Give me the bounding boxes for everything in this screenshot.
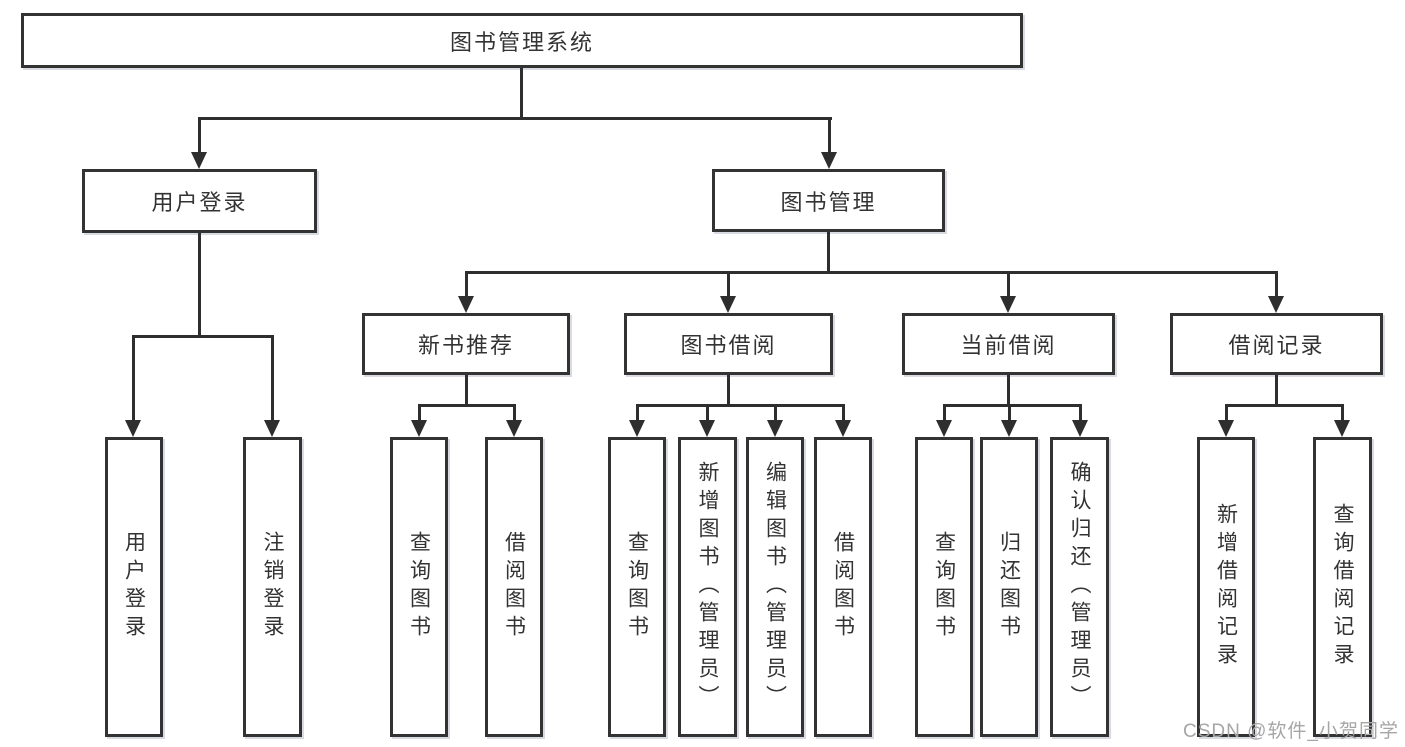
leaf-return-book: 归还图书	[980, 437, 1038, 737]
node-current-borrow: 当前借阅	[902, 313, 1115, 375]
connector-mgmt-stem	[827, 232, 830, 273]
connector-stem	[1341, 404, 1344, 421]
node-book-management: 图书管理	[712, 169, 945, 232]
connector-stem	[513, 404, 516, 421]
arrowhead-down-icon	[1001, 420, 1017, 437]
leaf-query-borrow-record: 查询借阅记录	[1313, 437, 1372, 737]
arrowhead-down-icon	[458, 296, 474, 313]
arrowhead-down-icon	[264, 420, 280, 437]
connector-login-stem	[198, 233, 201, 337]
leaf-add-borrow-record: 新增借阅记录	[1197, 437, 1255, 737]
arrowhead-down-icon	[1334, 420, 1350, 437]
connector-stem	[1225, 404, 1228, 421]
leaf-query-books-current: 查询图书	[915, 437, 973, 737]
connector-level2-bar	[198, 117, 832, 120]
arrowhead-down-icon	[821, 152, 837, 169]
connector-stem	[1275, 375, 1278, 407]
connector-stem	[418, 404, 421, 421]
arrowhead-down-icon	[1268, 296, 1284, 313]
connector-stem	[1007, 375, 1010, 407]
node-system: 图书管理系统	[21, 13, 1023, 68]
node-book-borrow: 图书借阅	[624, 313, 833, 375]
connector-stem	[1079, 404, 1082, 421]
connector-stem	[636, 404, 639, 421]
connector-stem	[1275, 271, 1278, 297]
leaf-logout-label: 注销登录	[261, 531, 284, 643]
leaf-add-borrow-record-label: 新增借阅记录	[1214, 503, 1238, 671]
connector-stem	[727, 375, 730, 407]
connector-bar	[418, 404, 516, 407]
node-borrow-records: 借阅记录	[1170, 313, 1383, 375]
node-user-login-label: 用户登录	[151, 190, 248, 215]
arrowhead-down-icon	[1000, 296, 1016, 313]
leaf-edit-book-admin: 编辑图书（管理员）	[746, 437, 804, 737]
leaf-edit-book-admin-label: 编辑图书（管理员）	[763, 461, 787, 713]
leaf-query-books-current-label: 查询图书	[932, 531, 956, 643]
node-user-login: 用户登录	[82, 169, 317, 233]
node-new-book-recommend: 新书推荐	[362, 313, 570, 375]
node-current-borrow-label: 当前借阅	[960, 333, 1057, 358]
arrowhead-down-icon	[125, 420, 141, 437]
connector-stem	[1008, 404, 1011, 421]
node-book-management-label: 图书管理	[780, 189, 877, 215]
leaf-borrow-books-borrow: 借阅图书	[814, 437, 872, 737]
arrowhead-down-icon	[720, 296, 736, 313]
arrowhead-down-icon	[835, 420, 851, 437]
connector-stem	[132, 335, 135, 421]
arrowhead-down-icon	[411, 420, 427, 437]
leaf-borrow-books-newbook: 借阅图书	[485, 437, 543, 737]
arrowhead-down-icon	[1218, 420, 1234, 437]
leaf-borrow-books-newbook-label: 借阅图书	[502, 531, 526, 643]
connector-bar	[943, 404, 1082, 407]
leaf-query-borrow-record-label: 查询借阅记录	[1331, 503, 1354, 671]
arrowhead-down-icon	[767, 420, 783, 437]
arrowhead-down-icon	[191, 152, 207, 169]
leaf-query-books-newbook-label: 查询图书	[407, 531, 431, 643]
leaf-user-login-label: 用户登录	[122, 531, 146, 643]
arrowhead-down-icon	[936, 420, 952, 437]
leaf-user-login: 用户登录	[105, 437, 163, 737]
node-borrow-records-label: 借阅记录	[1228, 333, 1325, 358]
leaf-query-books-borrow-label: 查询图书	[625, 531, 649, 643]
connector-stem	[706, 404, 709, 421]
arrowhead-down-icon	[506, 420, 522, 437]
connector-bar	[1225, 404, 1344, 407]
leaf-confirm-return-admin-label: 确认归还（管理员）	[1068, 461, 1091, 713]
leaf-return-book-label: 归还图书	[997, 531, 1021, 643]
leaf-query-books-newbook: 查询图书	[390, 437, 448, 737]
leaf-query-books-borrow: 查询图书	[608, 437, 666, 737]
connector-stem	[828, 117, 831, 154]
node-system-label: 图书管理系统	[449, 29, 594, 55]
connector-bar	[636, 404, 845, 407]
connector-stem	[271, 335, 274, 421]
connector-stem	[943, 404, 946, 421]
connector-stem	[1007, 271, 1010, 297]
node-new-book-recommend-label: 新书推荐	[417, 333, 514, 358]
leaf-add-book-admin: 新增图书（管理员）	[678, 437, 737, 737]
leaf-confirm-return-admin: 确认归还（管理员）	[1050, 437, 1109, 737]
connector-stem	[842, 404, 845, 421]
connector-stem	[198, 117, 201, 154]
watermark: CSDN @软件_小贺同学	[1183, 721, 1399, 742]
connector-root-stem	[520, 68, 523, 118]
leaf-add-book-admin-label: 新增图书（管理员）	[696, 461, 719, 713]
connector-level3-bar	[465, 271, 1277, 274]
node-book-borrow-label: 图书借阅	[680, 333, 777, 358]
leaf-borrow-books-borrow-label: 借阅图书	[831, 531, 855, 643]
arrowhead-down-icon	[629, 420, 645, 437]
connector-stem	[465, 375, 468, 407]
connector-stem	[774, 404, 777, 421]
arrowhead-down-icon	[699, 420, 715, 437]
leaf-logout: 注销登录	[243, 437, 302, 737]
connector-stem	[465, 271, 468, 297]
connector-login-bar	[132, 335, 274, 338]
arrowhead-down-icon	[1072, 420, 1088, 437]
connector-stem	[727, 271, 730, 297]
